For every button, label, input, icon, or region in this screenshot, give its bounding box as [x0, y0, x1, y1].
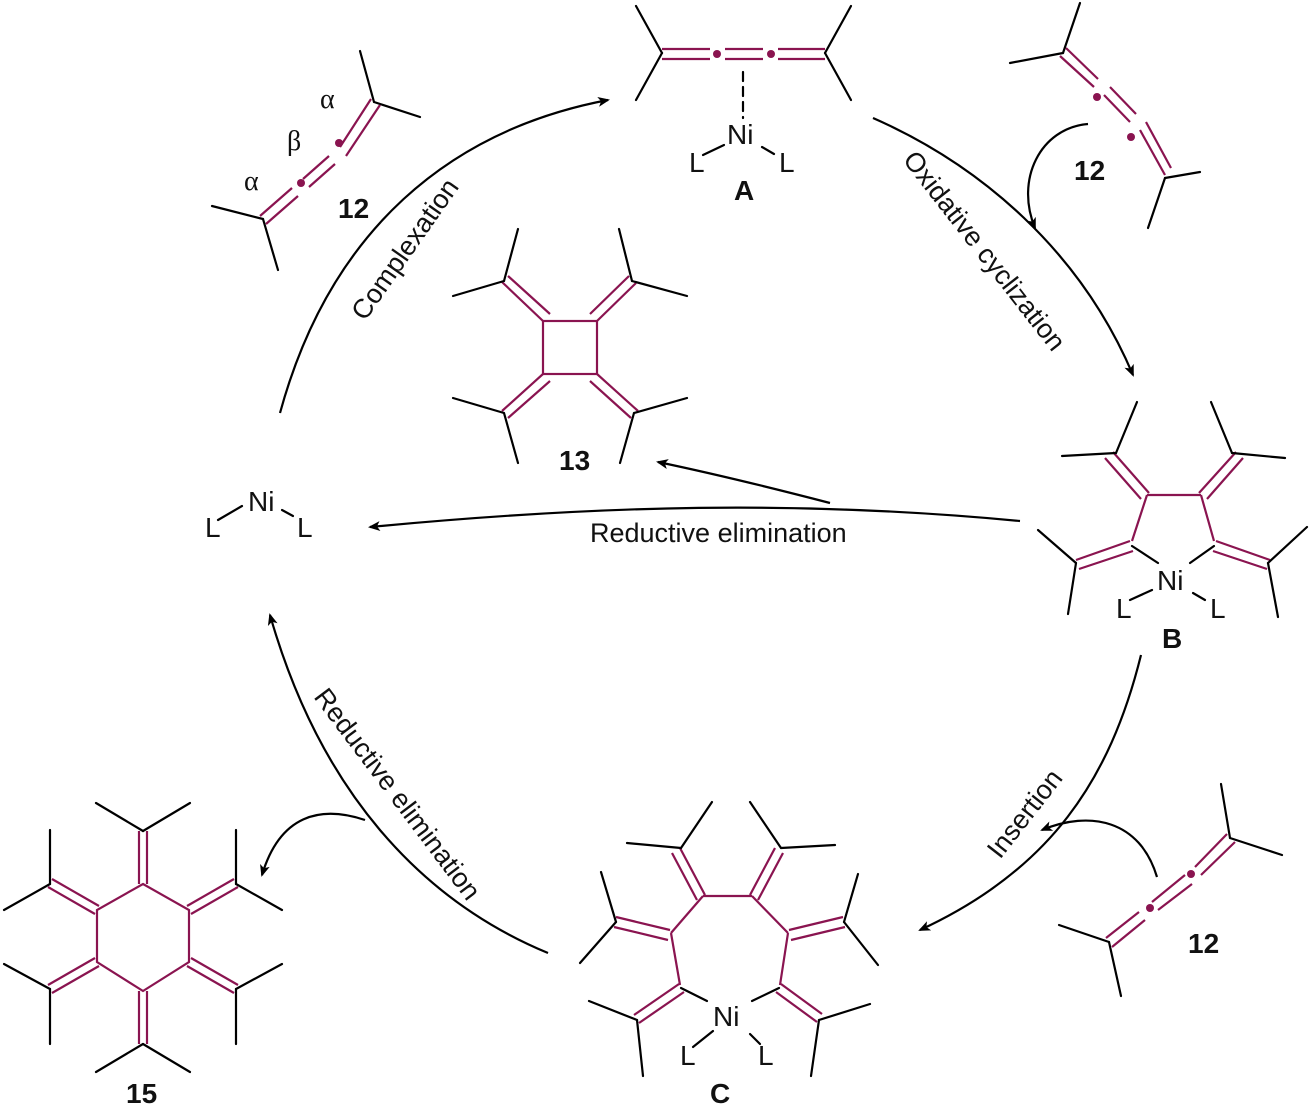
step-label-reductive-elimination-bottom: Reductive elimination	[308, 683, 486, 906]
substrate-12-bottom-right: 12	[1057, 782, 1284, 998]
alpha-label-upper: α	[320, 84, 335, 115]
complex-A: Ni L L A	[634, 4, 853, 206]
substrate-12-label-top-left: 12	[338, 193, 369, 224]
alpha-label-lower: α	[244, 166, 259, 197]
step-label-insertion: Insertion	[981, 764, 1068, 864]
complex-A-label: A	[734, 175, 754, 206]
reagent-12-arrow-top	[1026, 122, 1089, 230]
complex-A-ni-atom: Ni	[727, 119, 753, 150]
metallacycle-C-ni-atom: Ni	[713, 1001, 739, 1032]
step-label-oxidative-cyclization: Oxidative cyclization	[897, 145, 1071, 356]
substrate-12-top-left: α β α 12	[210, 49, 422, 272]
complexation-arrow	[278, 96, 610, 414]
catalyst-nil2: Ni L L	[205, 486, 313, 543]
product-15: 15	[2, 801, 284, 1109]
catalyst-ni-atom: Ni	[248, 486, 274, 517]
reductive-elimination-bottom-arrow	[267, 613, 549, 955]
product-15-branch-arrow	[260, 812, 366, 877]
metallacycle-B-label: B	[1162, 623, 1182, 654]
substrate-12-label-bottom-right: 12	[1188, 928, 1219, 959]
catalyst-ligand-right: L	[297, 512, 313, 543]
beta-label: β	[287, 126, 301, 157]
complex-A-ligand-left: L	[689, 147, 705, 178]
catalyst-ligand-left: L	[205, 512, 221, 543]
complex-A-ligand-right: L	[779, 147, 795, 178]
insertion-arrow	[918, 654, 1143, 931]
product-13-branch-arrow	[656, 459, 831, 505]
metallacycle-B-ligand-left: L	[1116, 593, 1132, 624]
substrate-12-label-top-right: 12	[1074, 155, 1105, 186]
metallacycle-B-ligand-right: L	[1210, 593, 1226, 624]
metallacycle-C-ligand-right: L	[758, 1040, 774, 1071]
reductive-elimination-top-arrow	[368, 506, 1021, 532]
metallacycle-C-ligand-left: L	[680, 1040, 696, 1071]
reagent-12-arrow-bottom	[1040, 819, 1159, 878]
metallacycle-B-ni-atom: Ni	[1157, 565, 1183, 596]
oxidative-cyclization-arrow	[872, 116, 1135, 377]
product-13: 13	[451, 227, 689, 476]
product-15-label: 15	[126, 1078, 157, 1109]
substrate-12-top-right: 12	[1008, 1, 1202, 230]
metallacycle-C: Ni L L C	[578, 800, 880, 1109]
step-label-reductive-elimination-top: Reductive elimination	[590, 518, 847, 548]
metallacycle-B: Ni L L B	[1036, 400, 1309, 654]
product-13-label: 13	[559, 445, 590, 476]
metallacycle-C-label: C	[710, 1078, 730, 1109]
